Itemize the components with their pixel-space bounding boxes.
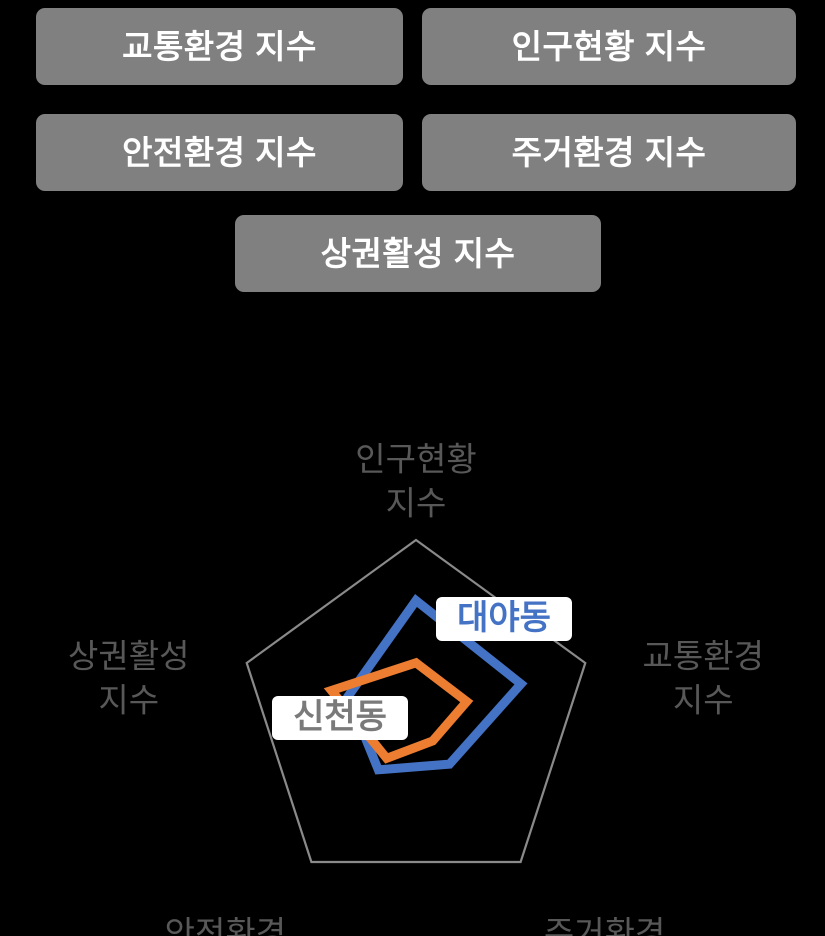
axis-label-housing-line1: 주거환경: [544, 915, 665, 936]
index-button-commerce[interactable]: 상권활성 지수: [235, 215, 601, 292]
radar-chart: 인구현황지수교통환경지수주거환경지수안전환경지수상권활성지수 신천동 대야동: [0, 370, 825, 936]
series-label-sincheon[interactable]: 신천동: [272, 696, 408, 740]
axis-label-commerce-line1: 상권활성: [68, 638, 189, 675]
series-label-daeya[interactable]: 대야동: [436, 597, 572, 641]
axis-label-traffic-line1: 교통환경: [643, 638, 764, 675]
axis-label-traffic-line2: 지수: [673, 682, 734, 719]
radar-series-sincheon[interactable]: [323, 657, 474, 764]
series-label-sincheon-text: 신천동: [293, 698, 387, 736]
index-button-traffic[interactable]: 교통환경 지수: [36, 8, 403, 85]
series-label-daeya-text: 대야동: [457, 599, 551, 637]
axis-label-commerce-line2: 지수: [98, 682, 159, 719]
index-button-housing[interactable]: 주거환경 지수: [422, 114, 796, 191]
series-label-sincheon-box: [272, 696, 408, 740]
index-button-panel: 교통환경 지수 인구현황 지수 안전환경 지수 주거환경 지수 상권활성 지수: [0, 0, 825, 300]
radar-chart-svg: 인구현황지수교통환경지수주거환경지수안전환경지수상권활성지수 신천동 대야동: [68, 441, 764, 936]
radar-axis-labels: 인구현황지수교통환경지수주거환경지수안전환경지수상권활성지수: [68, 441, 764, 936]
series-label-daeya-box: [436, 597, 572, 641]
axis-label-population-line2: 지수: [386, 485, 447, 522]
axis-label-population-line1: 인구현황: [355, 441, 476, 478]
index-button-safety[interactable]: 안전환경 지수: [36, 114, 403, 191]
radar-grid-outer: [245, 538, 587, 864]
axis-label-safety-line1: 안전환경: [165, 915, 286, 936]
index-button-population[interactable]: 인구현황 지수: [422, 8, 796, 85]
